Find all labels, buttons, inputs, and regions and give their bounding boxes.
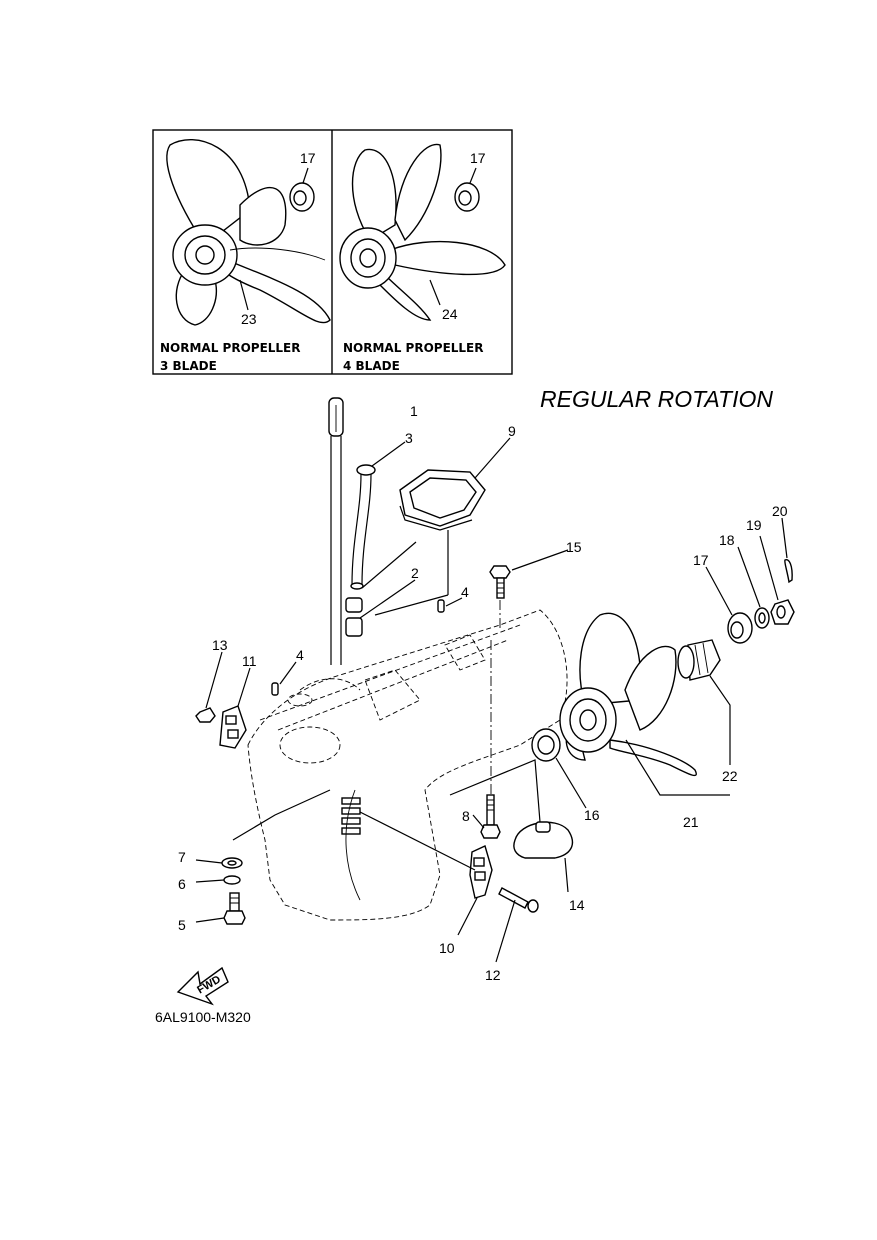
trim-tab-14 — [513, 821, 573, 859]
left-caption-line1: NORMAL PROPELLER — [160, 341, 301, 355]
callout-labels: 1 2 3 4 4 5 6 7 8 9 10 11 12 13 14 15 16… — [178, 403, 788, 983]
cotter-pin-20 — [784, 558, 793, 584]
callout-6-label: 6 — [178, 876, 186, 892]
grommet — [345, 597, 363, 637]
callout-14-label: 14 — [569, 897, 585, 913]
callout-11-label: 11 — [242, 653, 257, 669]
dowel-pin-left — [271, 682, 279, 696]
callout-10-label: 10 — [439, 940, 455, 956]
callout-19-label: 19 — [746, 517, 762, 533]
lock-washer-6 — [223, 875, 241, 885]
bolt-5 — [223, 892, 246, 925]
spacer-17-main — [727, 612, 753, 644]
callout-16-label: 16 — [584, 807, 600, 823]
bolt-15 — [489, 565, 511, 599]
drive-shaft — [328, 397, 344, 665]
label-17-left: 17 — [300, 150, 316, 166]
propeller-inset: 17 23 NORMAL PROPELLER 3 BLADE 17 24 NOR… — [152, 129, 513, 375]
three-blade-propeller — [166, 138, 331, 326]
washer-18 — [754, 607, 770, 629]
callout-4a-label: 4 — [296, 647, 304, 663]
callout-22-label: 22 — [722, 768, 738, 784]
spacer-17-right — [454, 182, 480, 212]
leader-lines — [195, 437, 788, 963]
gasket — [399, 469, 486, 531]
callout-3-label: 3 — [405, 430, 413, 446]
callout-18-label: 18 — [719, 532, 735, 548]
callout-21-label: 21 — [683, 814, 699, 830]
spacer-22 — [677, 639, 721, 681]
anode-10 — [469, 845, 493, 899]
fwd-arrow: FWD — [176, 966, 229, 1006]
callout-9-label: 9 — [508, 423, 516, 439]
bolt-8 — [480, 794, 501, 839]
four-blade-propeller — [339, 143, 506, 321]
callout-17-label: 17 — [693, 552, 709, 568]
diagram-title: REGULAR ROTATION — [540, 386, 773, 412]
left-caption-line2: 3 BLADE — [160, 359, 217, 373]
callout-1-label: 1 — [410, 403, 418, 419]
lower-casing — [247, 609, 568, 921]
bolt-12 — [498, 887, 539, 913]
callout-2-label: 2 — [411, 565, 419, 581]
callout-12-label: 12 — [485, 967, 501, 983]
label-17-right: 17 — [470, 150, 486, 166]
callout-13-label: 13 — [212, 637, 228, 653]
nut-19 — [770, 599, 795, 625]
right-caption-line2: 4 BLADE — [343, 359, 400, 373]
callout-15-label: 15 — [566, 539, 582, 555]
diagram-code: 6AL9100-M320 — [155, 1009, 251, 1025]
thrust-washer-16 — [531, 728, 561, 762]
nut-13 — [195, 707, 216, 723]
right-caption-line1: NORMAL PROPELLER — [343, 341, 484, 355]
label-23: 23 — [241, 311, 257, 327]
spacer-17-left — [289, 182, 315, 212]
callout-4b-label: 4 — [461, 584, 469, 600]
callout-7-label: 7 — [178, 849, 186, 865]
callout-8-label: 8 — [462, 808, 470, 824]
callout-5-label: 5 — [178, 917, 186, 933]
anode-11 — [219, 705, 247, 749]
main-propeller — [559, 612, 697, 777]
water-tube — [350, 464, 376, 590]
dowel-pin-right — [437, 599, 445, 613]
label-24: 24 — [442, 306, 458, 322]
lower-unit-drawing: FWD — [176, 397, 795, 1006]
callout-20-label: 20 — [772, 503, 788, 519]
